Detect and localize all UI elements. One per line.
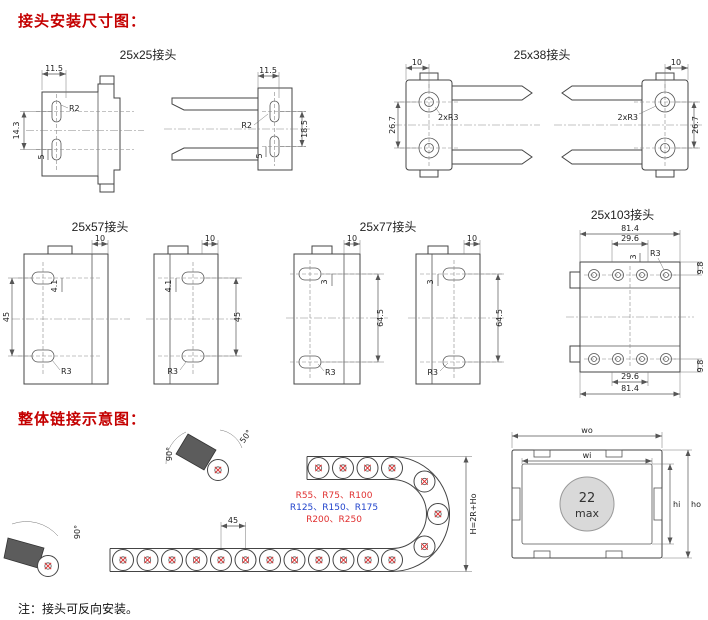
view-25x57-left: 10 4.1 45 R3	[2, 234, 130, 385]
dim-spacing: 64.5	[495, 309, 504, 327]
dim-inner-height: hi	[673, 500, 680, 509]
dim-overall-bottom: 81.4	[621, 384, 639, 393]
dim-spacing: 14.3	[12, 122, 21, 140]
section-title-installation: 接头安装尺寸图：	[18, 13, 147, 30]
label-25x103: 25x103接头	[590, 208, 655, 222]
view-25x77-left: 10 3 64.5 R3	[286, 234, 388, 385]
dim-top: 10	[95, 234, 105, 243]
radius-label: R2	[241, 121, 252, 130]
max-unit: max	[575, 507, 599, 520]
view-25x57-right: 10 4.1 45 R3	[146, 234, 244, 385]
dim-offset: 3	[426, 279, 435, 284]
view-25x103: 81.4 29.6 3 R3 9.8 29.6 81.4 9.8	[566, 224, 705, 398]
dim-side-bottom: 9.8	[696, 360, 705, 373]
max-size-badge	[559, 476, 615, 532]
angle-label-90: 90°	[165, 447, 174, 461]
label-25x77: 25x77接头	[359, 220, 417, 234]
dim-offset: 5	[37, 154, 46, 159]
chain-links	[112, 457, 449, 571]
chain-band	[109, 456, 451, 572]
dim-offset: 5	[255, 153, 264, 158]
dim-offset: 3	[320, 279, 329, 284]
dim-top: 10	[205, 234, 215, 243]
footnote: 注：接头可反向安装。	[18, 602, 139, 616]
dim-width: 11.5	[259, 66, 277, 75]
radius-label: 2xR3	[438, 113, 458, 122]
dim-outer-width: wo	[581, 426, 593, 435]
cross-section: 22 max wo wi hi ho	[511, 426, 701, 559]
dim-pitch: 45	[228, 516, 238, 525]
dim-spacing: 26.7	[388, 116, 397, 134]
label-25x38: 25x38接头	[513, 48, 571, 62]
angle-label-50: 50°	[238, 428, 254, 445]
radius-label: R3	[61, 367, 72, 376]
dim-height-formula: H=2R+Ho	[469, 493, 478, 534]
dim-inner-width: wi	[583, 451, 592, 460]
view-25x38-left: 10 26.7 2xR3	[388, 58, 540, 178]
radius-label: 2xR3	[618, 113, 638, 122]
radius-label: R2	[69, 104, 80, 113]
dim-offset: 4.1	[164, 280, 173, 293]
radii-list-line1: R55、R75、R100	[296, 491, 373, 501]
dim-spacing: 45	[233, 312, 242, 322]
view-25x25-right: 11.5 R2 5 18.5	[164, 66, 310, 171]
dim-offset: 3	[629, 254, 638, 259]
dim-offset: 4.1	[50, 280, 59, 293]
radii-list-line3: R200、R250	[306, 515, 362, 525]
dim-inner-top: 29.6	[621, 234, 639, 243]
max-value: 22	[579, 491, 596, 506]
corner-piece-left: 90°	[3, 521, 82, 577]
label-25x57: 25x57接头	[71, 220, 129, 234]
dim-width: 11.5	[45, 64, 63, 73]
dim-spacing: 26.7	[691, 116, 700, 134]
dim-inner-bottom: 29.6	[621, 372, 639, 381]
angle-label-90: 90°	[73, 525, 82, 539]
radius-label: R3	[167, 367, 178, 376]
label-25x25: 25x25接头	[119, 48, 177, 62]
dim-spacing: 64.5	[376, 309, 385, 327]
dim-spacing: 45	[2, 312, 11, 322]
radius-label: R3	[650, 249, 661, 258]
corner-piece-top: 90° 50°	[165, 428, 254, 481]
dim-side-top: 9.8	[696, 262, 705, 275]
radii-list-line2: R125、R150、R175	[290, 503, 378, 513]
view-25x25-left: 11.5 14.3 R2 5	[12, 64, 144, 193]
section-title-overview: 整体链接示意图：	[18, 411, 147, 428]
view-25x38-right: 10 2xR3 26.7	[554, 58, 702, 178]
view-25x77-right: 10 3 64.5 R3	[408, 234, 506, 385]
radius-label: R3	[427, 368, 438, 377]
dim-top: 10	[467, 234, 477, 243]
dim-top: 10	[412, 58, 422, 67]
dim-outer-height: ho	[691, 500, 701, 509]
chain-schematic: 90° 50° 90° 45 R55、R75、R100 R125、R150、R1…	[3, 428, 478, 577]
dim-top: 10	[347, 234, 357, 243]
dim-overall-top: 81.4	[621, 224, 639, 233]
dim-top: 10	[671, 58, 681, 67]
radius-label: R3	[325, 368, 336, 377]
dim-height: 18.5	[300, 120, 309, 138]
